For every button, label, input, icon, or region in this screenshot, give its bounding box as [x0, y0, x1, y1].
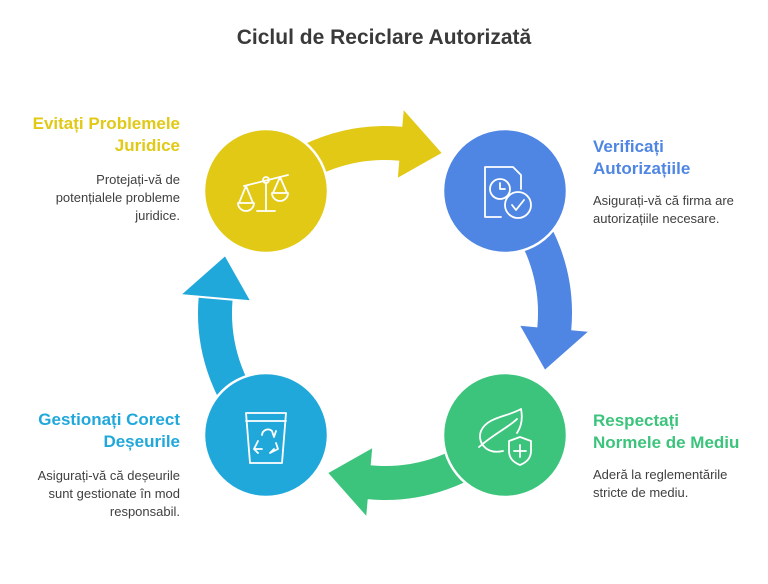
step-node-waste	[202, 371, 330, 499]
desc-line: Protejați-vă de	[96, 172, 180, 187]
heading-line: Deșeurile	[103, 432, 180, 451]
step-respect-environment-norms: Respectați Normele de Mediu Aderă la reg…	[593, 410, 763, 502]
desc-line: stricte de mediu.	[593, 485, 689, 500]
recycle-bin-icon	[245, 412, 287, 464]
step-heading: Evitați Problemele Juridice	[20, 113, 180, 157]
node-circle	[441, 127, 569, 255]
step-node-legal	[202, 127, 330, 255]
desc-line: sunt gestionate în mod	[48, 486, 180, 501]
step-description: Asigurați-vă că deșeurile sunt gestionat…	[20, 467, 180, 521]
heading-line: Juridice	[114, 136, 180, 155]
step-description: Aderă la reglementările stricte de mediu…	[593, 466, 763, 502]
desc-line: autorizațiile necesare.	[593, 211, 720, 226]
desc-line: Asigurați-vă că firma are	[593, 193, 734, 208]
desc-line: Asigurați-vă că deșeurile	[37, 468, 180, 483]
step-description: Protejați-vă de potențialele probleme ju…	[20, 171, 180, 225]
heading-line: Gestionați Corect	[38, 410, 180, 429]
node-circle	[441, 371, 569, 499]
desc-line: Aderă la reglementările	[593, 467, 728, 482]
heading-line: Respectați	[593, 411, 679, 430]
heading-line: Autorizațiile	[593, 159, 691, 178]
step-verify-authorizations: Verificați Autorizațiile Asigurați-vă că…	[593, 136, 763, 228]
step-manage-waste: Gestionați Corect Deșeurile Asigurați-vă…	[20, 409, 180, 521]
desc-line: potențialele probleme	[55, 190, 180, 205]
heading-line: Evitați Problemele	[32, 114, 180, 133]
step-heading: Verificați Autorizațiile	[593, 136, 763, 180]
heading-line: Normele de Mediu	[593, 433, 740, 452]
document-clock-check-icon	[484, 166, 532, 219]
step-node-env	[441, 371, 569, 499]
step-description: Asigurați-vă că firma are autorizațiile …	[593, 192, 763, 228]
heading-line: Verificați	[593, 137, 664, 156]
step-node-auth	[441, 127, 569, 255]
arrowhead-cyan	[177, 253, 254, 303]
scales-icon	[237, 174, 289, 212]
step-heading: Gestionați Corect Deșeurile	[20, 409, 180, 453]
leaf-shield-icon	[478, 408, 532, 466]
step-avoid-legal-issues: Evitați Problemele Juridice Protejați-vă…	[20, 113, 180, 225]
node-circle	[202, 371, 330, 499]
desc-line: juridice.	[135, 208, 180, 223]
step-heading: Respectați Normele de Mediu	[593, 410, 763, 454]
desc-line: responsabil.	[109, 504, 180, 519]
diagram-title: Ciclul de Reciclare Autorizată	[236, 26, 532, 49]
